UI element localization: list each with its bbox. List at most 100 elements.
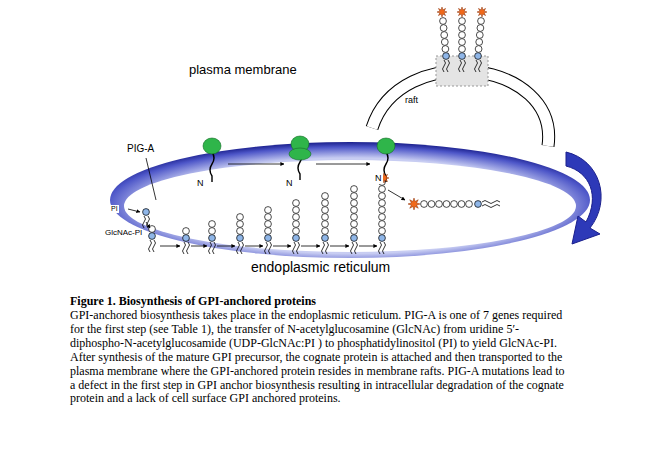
sugar-residue: [379, 228, 386, 235]
sugar-residue: [476, 39, 483, 46]
sugar-residue: [237, 214, 244, 221]
sugar-residue: [237, 221, 244, 228]
sugar-residue: [475, 53, 482, 60]
step-arrow: [128, 209, 140, 212]
sugar-residue: [459, 46, 466, 53]
sugar-residue: [265, 221, 272, 228]
sugar-residue: [149, 226, 156, 233]
sugar-residue: [459, 25, 466, 32]
sugar-residue: [265, 214, 272, 221]
step-arrow: [160, 246, 180, 247]
sugar-residue: [440, 25, 447, 32]
sugar-residue: [237, 235, 244, 242]
sugar-residue: [351, 200, 358, 207]
raft-patch: [436, 56, 488, 86]
lipid-tail: [459, 60, 466, 72]
sugar-residue: [293, 200, 300, 207]
sugar-residue: [379, 235, 386, 242]
step-arrow: [228, 164, 284, 165]
er-membrane: [110, 142, 590, 258]
ethanolamine-phosphate: [457, 7, 467, 17]
sugar-residue: [351, 186, 358, 193]
sugar-residue: [209, 221, 216, 228]
sugar-residue: [459, 39, 466, 46]
sugar-residue: [265, 235, 272, 242]
sugar-residue: [322, 193, 329, 200]
lipid-tail: [265, 242, 272, 254]
figure-caption: GPI-anchored biosynthesis takes place in…: [70, 309, 570, 406]
sugar-residue: [451, 201, 458, 208]
sugar-residue: [143, 209, 150, 216]
terminus-label: N: [196, 179, 205, 189]
step-arrow: [388, 190, 405, 200]
lipid-tail: [143, 216, 150, 228]
sugar-residue: [351, 221, 358, 228]
gpi-molecules: [128, 7, 500, 254]
sugar-residue: [293, 207, 300, 214]
lipid-tail: [209, 242, 216, 254]
lipid-label: GlcNAc-PI: [104, 229, 143, 238]
sugar-residue: [293, 214, 300, 221]
sugar-residue: [293, 221, 300, 228]
step-arrow: [273, 246, 291, 247]
step-arrow: [359, 246, 377, 247]
lipid-tail: [379, 242, 386, 254]
step-arrow: [301, 246, 320, 247]
sugar-residue: [265, 207, 272, 214]
export-arrow: [566, 152, 601, 244]
step-arrow: [330, 246, 349, 247]
sugar-residue: [149, 233, 156, 240]
sugar-residue: [466, 201, 473, 208]
sugar-residue: [322, 207, 329, 214]
sugar-residue: [441, 32, 448, 39]
sugar-residue: [441, 39, 448, 46]
er-lumen: [124, 160, 576, 252]
sugar-residue: [477, 25, 484, 32]
sugar-residue: [379, 207, 386, 214]
sugar-residue: [209, 235, 216, 242]
sugar-residue: [351, 214, 358, 221]
sugar-residue: [379, 214, 386, 221]
sugar-residue: [379, 193, 386, 200]
sugar-residue: [443, 201, 450, 208]
sugar-residue: [209, 228, 216, 235]
sugar-residue: [475, 201, 482, 208]
lipid-tail: [475, 60, 482, 72]
sugar-residue: [379, 200, 386, 207]
sugar-residue: [265, 228, 272, 235]
sugar-residue: [459, 32, 466, 39]
raft-label: raft: [404, 96, 419, 106]
sugar-residue: [293, 228, 300, 235]
gene-label: PIG-A: [126, 143, 155, 154]
sugar-residue: [322, 221, 329, 228]
lipid-tail: [443, 60, 450, 72]
figure-title: Figure 1. Biosynthesis of GPI-anchored p…: [70, 294, 590, 308]
sugar-residue: [183, 228, 190, 235]
ethanolamine-phosphate: [477, 7, 487, 17]
step-arrow: [245, 246, 263, 247]
sugar-residue: [458, 201, 465, 208]
sugar-residue: [421, 201, 428, 208]
sugar-residue: [459, 53, 466, 60]
lipid-tail: [351, 242, 358, 254]
lipid-tail: [293, 242, 300, 254]
step-arrow: [217, 246, 235, 247]
sugar-residue: [293, 235, 300, 242]
lipid-tail: [183, 242, 190, 254]
sugar-residue: [322, 214, 329, 221]
cognate-protein: [377, 138, 395, 154]
sugar-residue: [436, 201, 443, 208]
sugar-residue: [476, 32, 483, 39]
lipid-tail: [322, 242, 329, 254]
cognate-protein: [289, 148, 311, 160]
sugar-residue: [322, 200, 329, 207]
sugar-residue: [322, 228, 329, 235]
sugar-residue: [443, 53, 450, 60]
sugar-residue: [442, 46, 449, 53]
step-arrow: [146, 222, 150, 228]
sugar-residue: [478, 18, 485, 25]
sugar-residue: [237, 228, 244, 235]
step-arrow: [316, 164, 370, 165]
sugar-residue: [351, 193, 358, 200]
